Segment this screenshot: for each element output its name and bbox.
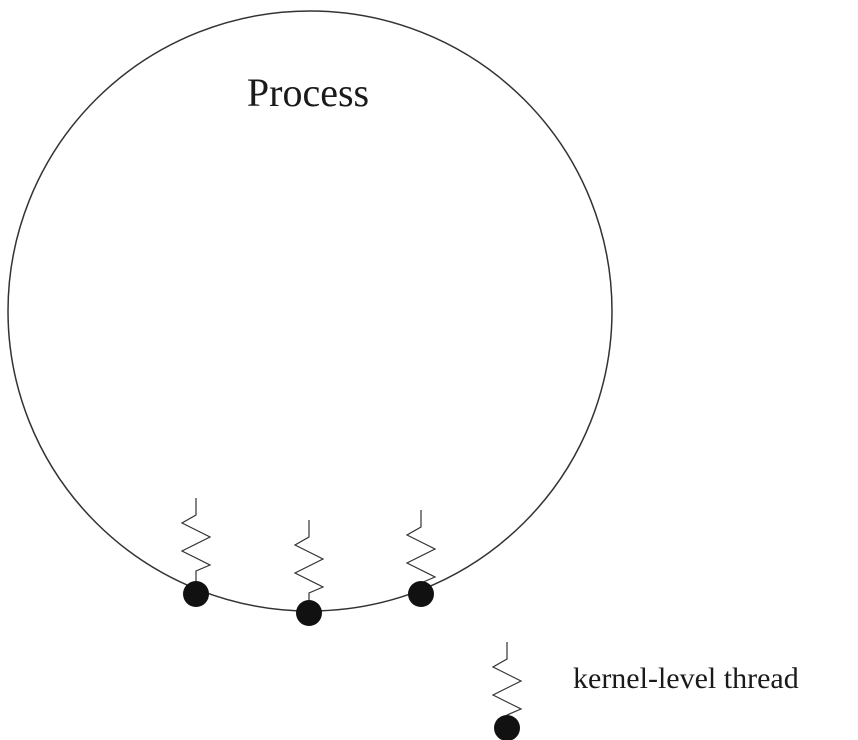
thread-squiggle [180, 498, 212, 590]
legend-thread-dot [494, 715, 520, 740]
kernel-thread-1 [180, 498, 212, 607]
kernel-thread-3 [405, 510, 437, 607]
process-label: Process [247, 70, 369, 115]
kernel-thread-2 [293, 520, 325, 626]
thread-squiggle [405, 510, 437, 589]
thread-squiggle [293, 520, 325, 609]
kernel-thread-icon [491, 642, 523, 740]
thread-dot [408, 581, 434, 607]
legend-thread-squiggle [491, 642, 523, 722]
thread-dot [296, 600, 322, 626]
legend-label: kernel-level thread [573, 662, 799, 695]
legend: kernel-level thread [491, 642, 799, 740]
thread-dot [183, 581, 209, 607]
